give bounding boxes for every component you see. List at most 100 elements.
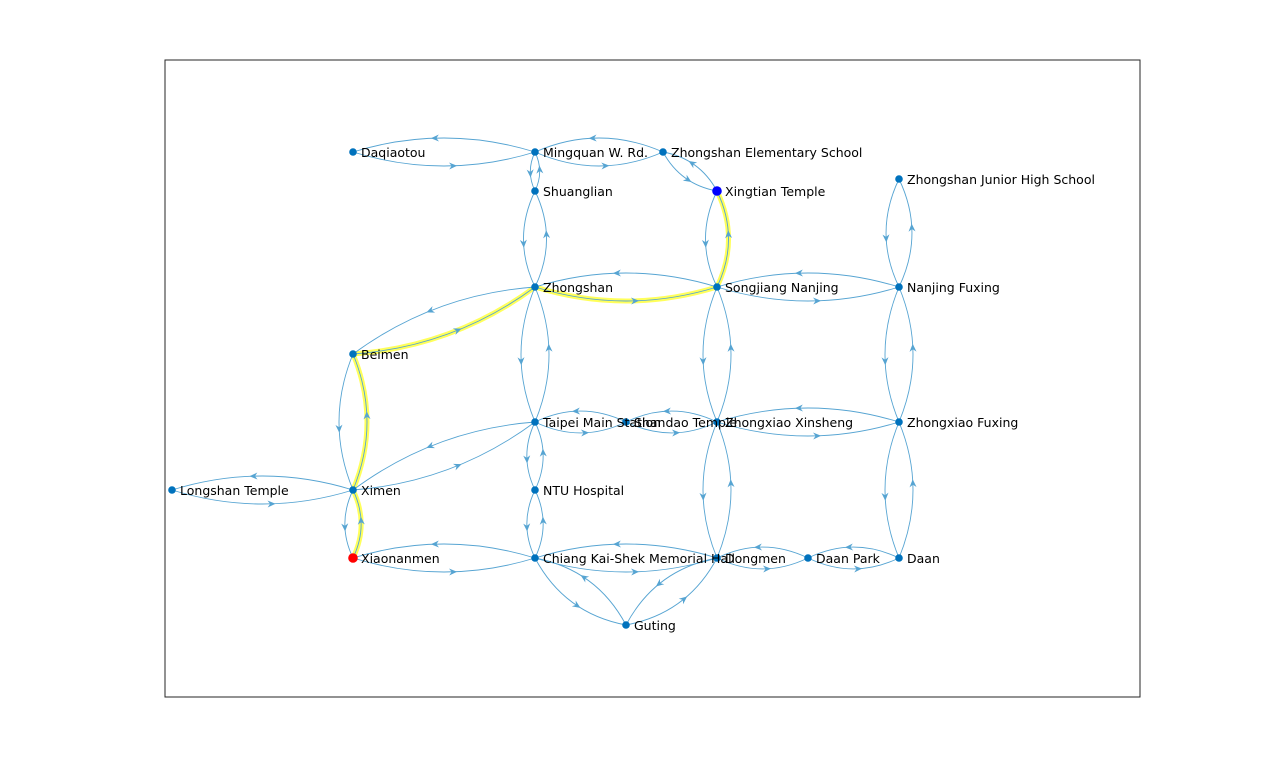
- arrowhead-zx_fuxing-to-nanjing_fuxing: [909, 343, 917, 352]
- edge-zhongshan_jhs-to-nanjing_fuxing: [885, 178, 900, 288]
- arrowhead-daqiaotou-to-mingquan: [448, 162, 458, 170]
- edge-beimen-to-zhongshan: [352, 286, 536, 355]
- node-xiaonanmen: [348, 553, 358, 563]
- edge-dongmen-to-zx_xinsheng: [716, 421, 732, 559]
- arrowhead-nanjing_fuxing-to-zx_fuxing: [881, 357, 889, 366]
- edge-zhongshan-to-taipei_main: [520, 286, 536, 423]
- edge-zhongshan-to-shuanglian: [534, 190, 547, 288]
- edge-zx_fuxing-to-zx_xinsheng: [716, 407, 900, 423]
- edge-shuanglian-to-zhongshan: [523, 190, 536, 288]
- node-mingquan: [531, 148, 539, 156]
- edge-shandao-to-taipei_main: [534, 410, 627, 423]
- edge-longshan-to-ximen: [171, 489, 354, 505]
- arrowhead-zx_xinsheng-to-dongmen: [699, 492, 707, 501]
- edge-ximen-to-xiaonanmen: [344, 489, 354, 559]
- edge-nanjing_fuxing-to-zhongshan_jhs: [898, 178, 913, 288]
- arrowhead-songjiang-to-nanjing_fuxing: [812, 297, 822, 305]
- edge-taipei_main-to-shandao: [534, 421, 627, 434]
- edge-zx_xinsheng-to-shandao: [625, 410, 718, 423]
- edge-zhongshan_elem-to-mingquan: [534, 137, 664, 153]
- arrowhead-guting-to-dongmen: [678, 596, 688, 605]
- edge-daqiaotou-to-mingquan: [352, 151, 536, 167]
- arrowhead-zx_xinsheng-to-zx_fuxing: [812, 432, 822, 440]
- arrowhead-beimen-to-ximen: [335, 424, 343, 433]
- arrowhead-songjiang-to-zx_xinsheng: [699, 357, 707, 366]
- label-taipei_main: Taipei Main Station: [542, 415, 661, 430]
- arrowhead-shuanglian-to-zhongshan: [519, 239, 527, 248]
- edge-zx_fuxing-to-nanjing_fuxing: [898, 286, 914, 423]
- label-zx_fuxing: Zhongxiao Fuxing: [907, 415, 1018, 430]
- node-daqiaotou: [349, 148, 357, 156]
- edge-taipei_main-to-ntu_hospital: [526, 421, 536, 491]
- arrowhead-daan-to-zx_fuxing: [909, 479, 917, 488]
- node-zx_fuxing: [895, 418, 903, 426]
- arrowhead-zhongshan_jhs-to-nanjing_fuxing: [882, 234, 890, 243]
- arrowhead-shuanglian-to-mingquan: [536, 165, 544, 174]
- edge-dongmen-to-guting: [625, 557, 718, 626]
- arrowhead-nanjing_fuxing-to-songjiang: [794, 269, 804, 277]
- node-zhongshan_elem: [659, 148, 667, 156]
- arrowhead-xingtian-to-zhongshan_elem: [688, 160, 698, 169]
- edge-zhongshan_elem-to-xingtian: [662, 151, 718, 192]
- arrowhead-ckshall-to-xiaonanmen: [430, 540, 440, 548]
- arrowhead-shandao-to-zx_xinsheng: [671, 429, 681, 437]
- edge-mingquan-to-zhongshan_elem: [534, 151, 664, 167]
- arrowhead-ckshall-to-dongmen: [630, 568, 640, 576]
- arrowhead-zhongshan-to-taipei_main: [517, 357, 525, 366]
- label-shandao: Shandao Temple: [634, 415, 737, 430]
- edge-songjiang-to-xingtian: [716, 190, 729, 288]
- arrowhead-taipei_main-to-ximen: [426, 441, 436, 449]
- arrowhead-ximen-to-xiaonanmen: [341, 523, 349, 532]
- arrowhead-longshan-to-ximen: [267, 500, 276, 508]
- label-ntu_hospital: NTU Hospital: [543, 483, 624, 498]
- arrowhead-dongmen-to-ckshall: [612, 540, 622, 548]
- label-daan_park: Daan Park: [816, 551, 881, 566]
- label-nanjing_fuxing: Nanjing Fuxing: [907, 280, 1000, 295]
- node-daan_park: [804, 554, 812, 562]
- arrowhead-zx_fuxing-to-daan: [881, 492, 889, 501]
- arrowhead-zx_xinsheng-to-shandao: [662, 407, 672, 415]
- arrowhead-mingquan-to-daqiaotou: [430, 134, 440, 142]
- label-ckshall: Chiang Kai-Shek Memorial Hall: [543, 551, 735, 566]
- edge-zx_xinsheng-to-dongmen: [702, 421, 718, 559]
- label-daan: Daan: [907, 551, 940, 566]
- node-layer: [168, 148, 903, 629]
- node-xingtian: [712, 186, 722, 196]
- edge-ntu_hospital-to-taipei_main: [534, 421, 544, 491]
- arrowhead-songjiang-to-zhongshan: [612, 269, 622, 277]
- arrowhead-ntu_hospital-to-taipei_main: [539, 448, 547, 457]
- edge-daan_park-to-daan: [807, 557, 900, 570]
- node-zhongshan_jhs: [895, 175, 903, 183]
- label-beimen: Beimen: [361, 347, 409, 362]
- arrowhead-xiaonanmen-to-ximen: [357, 516, 365, 525]
- node-guting: [622, 621, 630, 629]
- edge-zhongshan-to-beimen: [352, 286, 536, 355]
- edge-ckshall-to-xiaonanmen: [352, 543, 536, 559]
- arrowhead-mingquan-to-shuanglian: [526, 169, 534, 178]
- label-ximen: Ximen: [361, 483, 401, 498]
- edge-zx_xinsheng-to-songjiang: [716, 286, 732, 423]
- node-ckshall: [531, 554, 539, 562]
- edge-ximen-to-taipei_main: [352, 421, 536, 491]
- label-zhongshan_elem: Zhongshan Elementary School: [671, 145, 862, 160]
- edge-daan-to-zx_fuxing: [898, 421, 914, 559]
- edge-layer: [171, 134, 917, 626]
- label-daqiaotou: Daqiaotou: [361, 145, 425, 160]
- label-mingquan: Mingquan W. Rd.: [543, 145, 648, 160]
- edge-ntu_hospital-to-ckshall: [526, 489, 536, 559]
- edge-beimen-to-ximen: [338, 353, 354, 491]
- arrowhead-beimen-to-zhongshan: [452, 328, 462, 335]
- label-zhongshan: Zhongshan: [543, 280, 613, 295]
- edge-songjiang-to-nanjing_fuxing: [716, 286, 900, 302]
- arrowhead-daan_park-to-dongmen: [753, 543, 763, 551]
- edge-ckshall-to-guting: [534, 557, 627, 626]
- arrowhead-ckshall-to-ntu_hospital: [539, 516, 547, 525]
- arrowhead-zhongshan-to-beimen: [426, 306, 436, 313]
- edge-dongmen-to-daan_park: [716, 557, 809, 570]
- edge-nanjing_fuxing-to-songjiang: [716, 272, 900, 288]
- node-dongmen: [713, 554, 721, 562]
- node-ntu_hospital: [531, 486, 539, 494]
- edge-ximen-to-beimen: [352, 353, 368, 491]
- node-songjiang: [713, 283, 721, 291]
- arrowhead-taipei_main-to-ntu_hospital: [523, 455, 531, 464]
